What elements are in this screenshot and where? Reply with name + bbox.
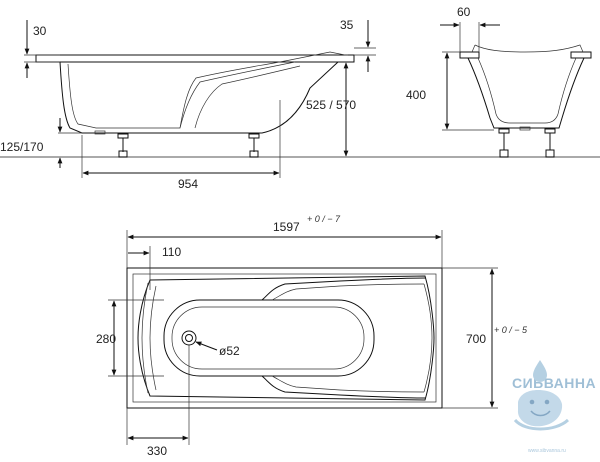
dim-drain-offset: 110 [162,245,181,259]
dim-feet-height: 125/170 [0,140,44,154]
side-backrest [179,61,301,129]
side-inner-contour [67,51,346,129]
dim-length-954: 954 [178,177,198,191]
dim-rim-right: 35 [340,18,354,32]
side-view: 30 35 525 / 570 125/170 954 [0,18,600,191]
end-view: 60 400 [406,5,592,158]
dim-width: 700 [466,332,486,346]
side-shell [59,61,339,134]
side-rim [35,54,355,63]
top-inner-rim [132,273,437,403]
top-backrest-upper-2 [271,283,425,301]
side-feet [94,130,260,158]
top-basin-inner [171,306,365,370]
dim-width-tol: + 0 / − 5 [494,325,528,335]
top-backrest-upper [261,277,427,301]
dim-rim-left: 30 [33,24,47,38]
top-backrest-lower-2 [271,375,425,393]
drain-outer [181,330,197,346]
top-right-end [423,283,433,393]
watermark-brand: СИБВАННА [512,375,596,391]
top-backrest-lower [261,375,427,399]
end-rim-right [570,51,592,59]
end-shell [467,57,585,129]
dim-bottom: 330 [147,444,167,458]
top-left-end [141,282,157,394]
end-inner [471,44,584,124]
watermark-url: www.sibvanna.ru [528,448,566,454]
watermark-logo-icon [513,360,570,431]
dim-overall-length: 1597 [273,220,300,234]
watermark: СИБВАННА www.sibvanna.ru [512,360,596,454]
end-feet [498,126,556,158]
dim-overall-length-tol: + 0 / − 7 [307,214,341,224]
drain-inner [185,334,193,342]
top-basin-outer [163,299,375,377]
top-bowl [137,275,435,401]
dim-drain-y: 280 [96,332,116,346]
top-view: 1597 + 0 / − 7 110 280 ø52 700 + 0 / − 5… [96,214,528,458]
dim-height: 525 / 570 [306,98,356,112]
end-rim-left [459,51,480,59]
dim-depth: 400 [406,88,426,102]
dim-drain-diameter: ø52 [219,344,240,358]
top-outer-rim [126,267,443,409]
dim-rim-width: 60 [457,5,471,19]
